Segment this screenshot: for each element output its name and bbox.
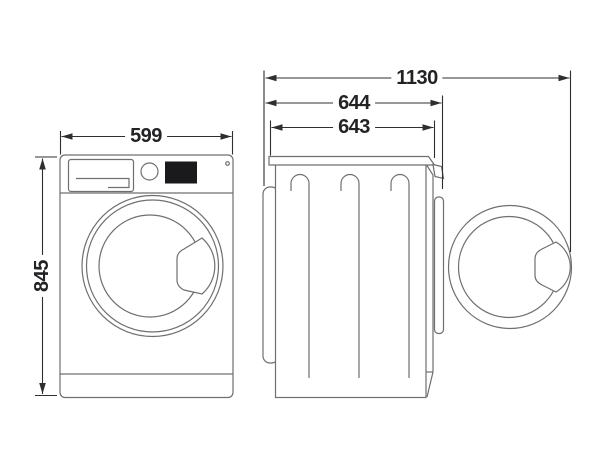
display-screen: [165, 161, 197, 184]
power-led: [225, 161, 230, 166]
side-panel-ridge: [290, 173, 310, 378]
dim-label-height: 845: [31, 255, 53, 297]
door-inner-ring: [85, 199, 220, 333]
drawer-handle-line: [76, 177, 130, 189]
top-lid: [268, 155, 436, 166]
side-panel-ridge: [390, 173, 410, 378]
side-panel-ridge: [340, 173, 360, 378]
side-view-drawing: [262, 155, 573, 399]
open-door-edge-plate: [433, 196, 445, 335]
door-outer-ring: [81, 194, 224, 338]
dim-label-depth-with-lid: 644: [333, 92, 375, 114]
door-handle: [176, 237, 216, 295]
washer-side-outline: [274, 163, 427, 399]
open-door-handle: [534, 241, 571, 293]
door-hinge-bracket: [432, 163, 445, 180]
program-knob: [140, 162, 159, 181]
detergent-drawer: [67, 158, 135, 193]
front-view-drawing: [59, 154, 234, 399]
dim-label-depth-door-open: 1130: [391, 67, 443, 89]
dim-label-width: 599: [125, 125, 167, 147]
dim-label-depth-body: 643: [333, 116, 375, 138]
front-edge-line: [425, 163, 434, 398]
